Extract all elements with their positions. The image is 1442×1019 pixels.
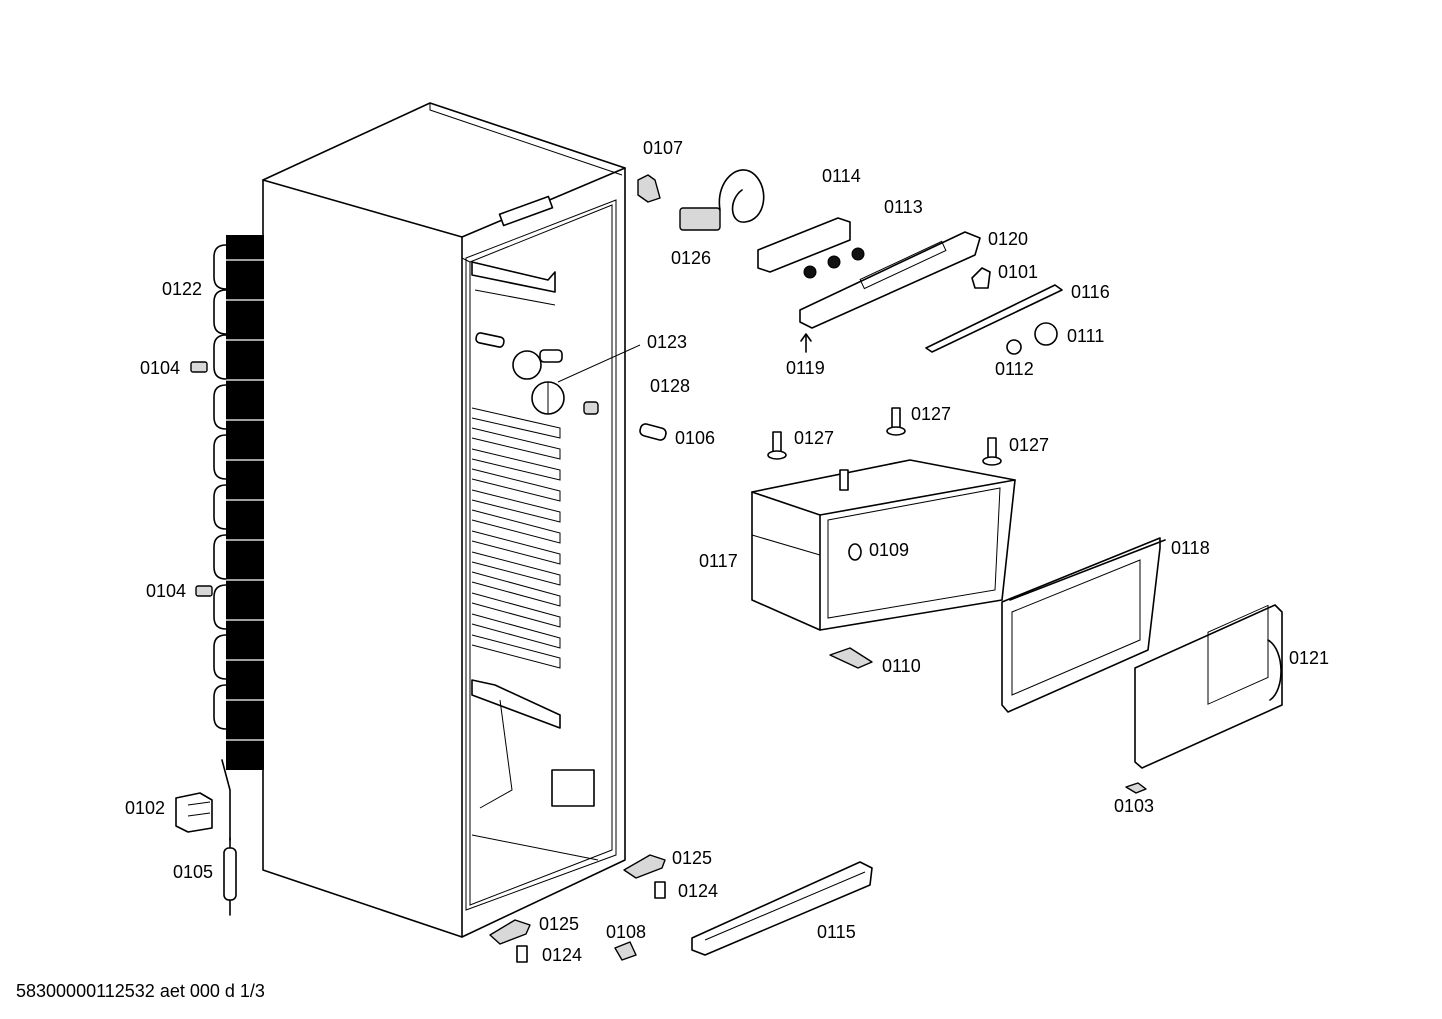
label-0124-right: 0124 xyxy=(678,881,719,901)
label-0126: 0126 xyxy=(671,248,712,268)
control-housing-0114 xyxy=(757,217,865,279)
label-0127-right: 0127 xyxy=(1009,435,1050,455)
knob-0112 xyxy=(1006,339,1022,355)
label-0121: 0121 xyxy=(1289,648,1330,668)
label-0124-left: 0124 xyxy=(542,945,583,965)
label-0115: 0115 xyxy=(817,922,856,942)
screw-0124-right xyxy=(654,881,666,899)
thermostat-0126 xyxy=(679,169,765,231)
clip-0108 xyxy=(614,941,637,961)
bracket-0102 xyxy=(175,792,213,833)
label-0101: 0101 xyxy=(998,262,1039,282)
label-0127-left: 0127 xyxy=(794,428,835,448)
label-0106: 0106 xyxy=(675,428,716,448)
knob-0101 xyxy=(971,267,991,289)
label-0109: 0109 xyxy=(869,540,910,560)
label-0123: 0123 xyxy=(647,332,688,352)
clip-0104-lower xyxy=(195,585,213,597)
label-0111: 0111 xyxy=(1067,326,1105,346)
label-0107: 0107 xyxy=(643,138,684,158)
screws-0127 xyxy=(767,407,1002,491)
document-code: 58300000112532 aet 000 d 1/3 xyxy=(16,981,265,1001)
lamp-0128 xyxy=(583,401,599,415)
shelf-rails xyxy=(471,407,561,669)
hinge-0107 xyxy=(637,174,661,203)
fridge-cabinet xyxy=(262,102,626,938)
freezer-door-0121 xyxy=(1134,604,1283,769)
label-0122: 0122 xyxy=(162,279,203,299)
knob-0111 xyxy=(1034,322,1058,346)
bracket-0110 xyxy=(829,647,873,669)
bulb-0106 xyxy=(639,423,667,441)
label-0117: 0117 xyxy=(699,551,738,571)
label-0127-middle: 0127 xyxy=(911,404,952,424)
screw-0124-left xyxy=(516,945,528,963)
door-frame-0118 xyxy=(1001,537,1166,713)
label-0125-left: 0125 xyxy=(539,914,580,934)
label-0110: 0110 xyxy=(882,656,921,676)
control-panel-0120 xyxy=(799,231,981,329)
label-0120: 0120 xyxy=(988,229,1029,249)
clip-0103 xyxy=(1125,782,1147,794)
label-0128: 0128 xyxy=(650,376,691,396)
label-0102: 0102 xyxy=(125,798,166,818)
label-0118: 0118 xyxy=(1171,538,1210,558)
label-0116: 0116 xyxy=(1071,282,1110,302)
condenser-coil xyxy=(213,235,264,841)
label-0103: 0103 xyxy=(1114,796,1155,816)
label-0119: 0119 xyxy=(786,358,825,378)
hinge-0125-left xyxy=(489,919,531,945)
label-0105: 0105 xyxy=(173,862,214,882)
label-0104-lower: 0104 xyxy=(146,581,187,601)
lamp-cover-0123 xyxy=(557,344,641,383)
plinth-0115 xyxy=(691,861,873,956)
clip-0104-upper xyxy=(190,361,208,373)
label-0104-upper: 0104 xyxy=(140,358,181,378)
freezer-compartment-0117 xyxy=(751,459,1016,631)
hinge-0125-right xyxy=(623,854,666,879)
strip-0116 xyxy=(925,284,1063,353)
drier-0105 xyxy=(223,837,237,916)
label-0108: 0108 xyxy=(606,922,647,942)
label-0114: 0114 xyxy=(822,166,861,186)
label-0112: 0112 xyxy=(995,359,1034,379)
pin-0119 xyxy=(800,333,812,353)
label-0113: 0113 xyxy=(884,197,923,217)
label-0125-right: 0125 xyxy=(672,848,713,868)
